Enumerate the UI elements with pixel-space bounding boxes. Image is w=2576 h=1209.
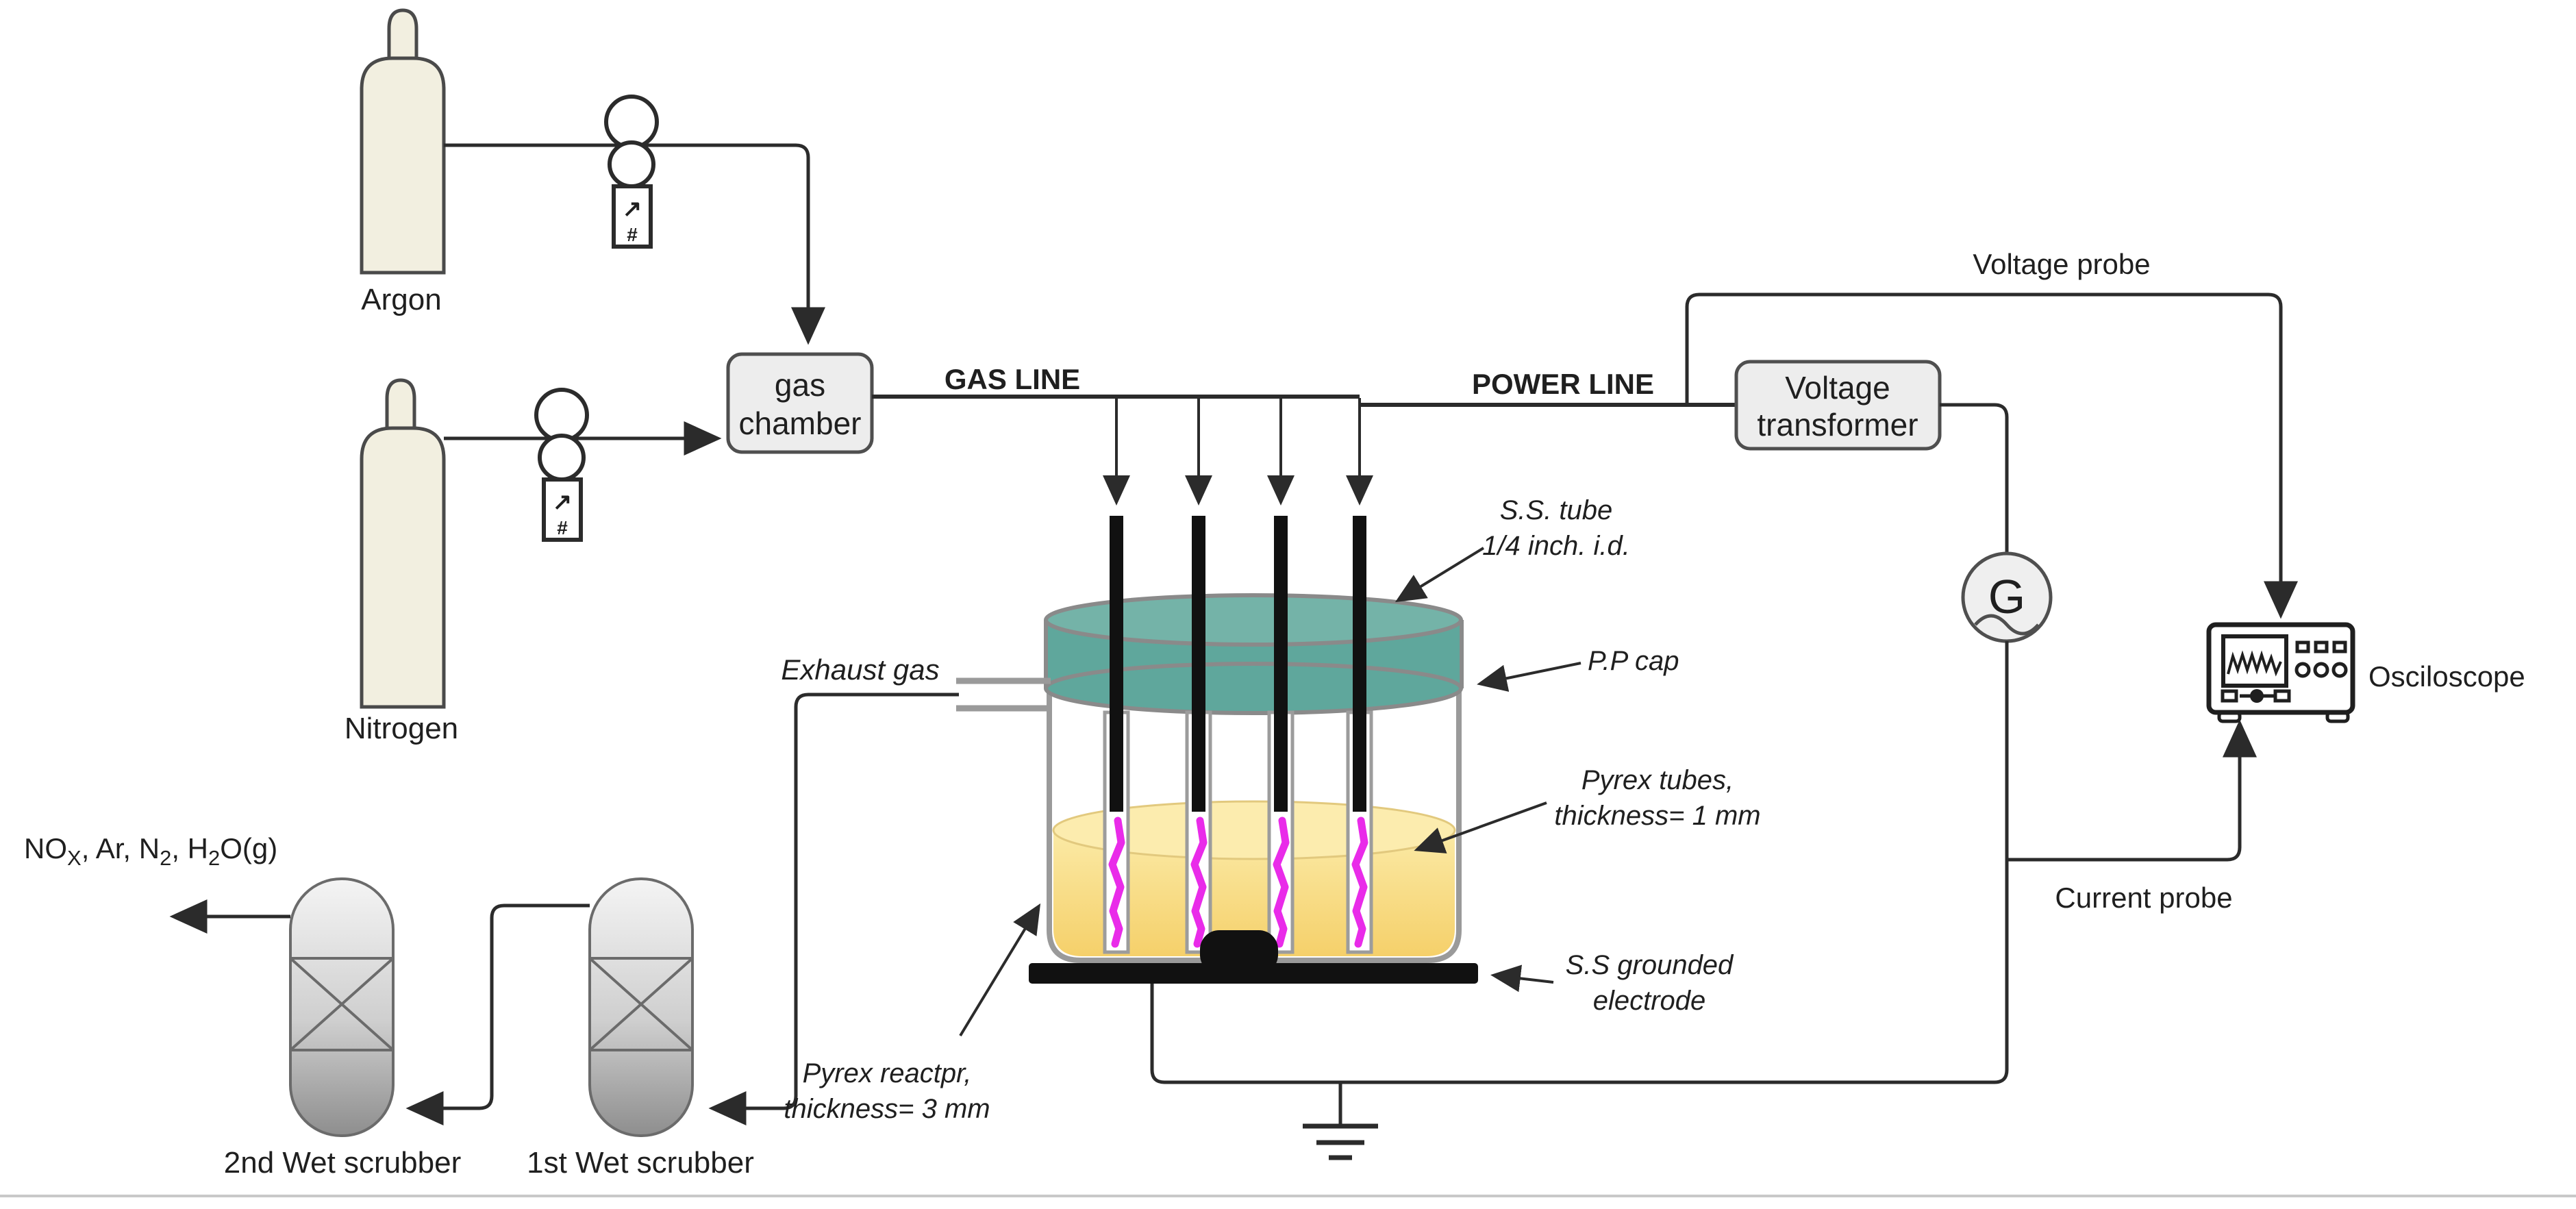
gas-line-label: GAS LINE: [945, 363, 1080, 395]
sine-wave-icon: [1974, 614, 2040, 636]
ss-grounded-electrode-plate: [1029, 963, 1478, 984]
nitrogen-flowmeter-icon: ↗ #: [534, 388, 589, 542]
voltage-transformer-box: Voltage transformer: [1734, 360, 1942, 451]
oscilloscope-label: Osciloscope: [2368, 660, 2525, 693]
voltage-probe-wire: [1685, 292, 2298, 619]
gas-chamber-label-line1: gas: [775, 367, 825, 403]
pipe-exhaust-to-first-scrubber: [708, 693, 959, 1125]
ss-grounded-pointer-arrow: [1490, 964, 1554, 993]
ss-tube-2: [1192, 516, 1205, 812]
ss-tube-pointer-arrow: [1395, 547, 1485, 603]
wire-electrode-to-generator: [1150, 641, 2009, 1084]
exhaust-gas-label: Exhaust gas: [781, 653, 939, 686]
pyrex-reactor-label-line1: Pyrex reactpr,: [803, 1058, 972, 1088]
nitrogen-cylinder-neck: [385, 378, 416, 432]
pp-cap-pointer-arrow: [1477, 662, 1581, 692]
annotation-pyrex-reactor: Pyrex reactpr, thickness= 3 mm: [784, 903, 1041, 1124]
annotation-pp-cap: P.P cap: [1477, 646, 1679, 692]
plasma-discharge-1: [1108, 817, 1125, 948]
argon-cylinder-neck: [387, 8, 418, 62]
ss-tube-4: [1353, 516, 1366, 812]
second-scrubber-label: 2nd Wet scrubber: [224, 1146, 461, 1180]
waveform-icon: [2227, 650, 2282, 677]
annotation-pyrex-tubes: Pyrex tubes, thickness= 1 mm: [1414, 765, 1761, 853]
second-wet-scrubber: 2nd Wet scrubber: [224, 877, 461, 1180]
voltage-probe-label: Voltage probe: [1973, 248, 2150, 280]
argon-label: Argon: [361, 283, 441, 316]
gas-chamber-label-line2: chamber: [739, 406, 862, 441]
current-probe-label: Current probe: [2055, 882, 2232, 914]
argon-flowmeter-hash-icon: #: [627, 224, 638, 245]
current-probe-wire: [2007, 719, 2257, 862]
voltage-transformer-label-line1: Voltage: [1785, 370, 1890, 406]
page-separator-line: [0, 1195, 2576, 1197]
plasma-discharge-4: [1351, 817, 1368, 948]
argon-flowmeter-icon: ↗ #: [604, 95, 659, 249]
argon-cylinder-body: [360, 56, 446, 275]
annotation-ss-tube: S.S. tube 1/4 inch. i.d.: [1395, 495, 1630, 603]
gas-chamber-box: gas chamber: [726, 352, 874, 454]
outlet-products-no: NO: [24, 832, 67, 864]
argon-flowmeter-arrow-icon: ↗: [623, 196, 642, 222]
pipe-first-to-second-scrubber: [405, 903, 590, 1125]
nitrogen-flowmeter-arrow-icon: ↗: [553, 489, 573, 515]
nitrogen-label: Nitrogen: [345, 712, 458, 745]
outlet-products-og: O(g): [220, 832, 277, 864]
wire-transformer-to-generator: [1940, 403, 2009, 552]
nitrogen-cylinder: Nitrogen: [345, 378, 458, 745]
outlet-products-h: , H: [171, 832, 208, 864]
ss-tube-1: [1110, 516, 1123, 812]
pipe-argon-to-chamber: [444, 143, 825, 345]
first-wet-scrubber: 1st Wet scrubber: [527, 877, 754, 1180]
nitrogen-cylinder-body: [360, 426, 446, 709]
ss-tube-label-line2: 1/4 inch. i.d.: [1482, 531, 1630, 561]
electrode-tubes: [1103, 516, 1373, 954]
power-line-label: POWER LINE: [1472, 368, 1654, 400]
ss-grounded-label-line1: S.S grounded: [1566, 950, 1734, 980]
outlet-products-label: NOX, Ar, N2, H2O(g): [24, 832, 277, 870]
plasma-discharge-3: [1273, 817, 1290, 948]
pyrex-tubes-pointer-arrow: [1414, 801, 1547, 853]
pyrex-tubes-label-line2: thickness= 1 mm: [1554, 801, 1760, 831]
ss-grounded-label-line2: electrode: [1593, 986, 1706, 1016]
second-scrubber-packing: [289, 957, 395, 1051]
ss-tube-3: [1274, 516, 1288, 812]
pyrex-reactor-label-line2: thickness= 3 mm: [784, 1094, 990, 1124]
pyrex-reactor-pointer-arrow: [959, 903, 1041, 1037]
argon-cylinder: Argon: [360, 8, 446, 316]
pp-cap: [1044, 593, 1464, 715]
outlet-products-arn: , Ar, N: [82, 832, 160, 864]
ss-tube-label-line1: S.S. tube: [1500, 495, 1613, 525]
outlet-products-n-sub: 2: [160, 846, 171, 870]
outlet-products-no-sub: X: [67, 846, 82, 870]
generator-label: G: [1988, 570, 2025, 623]
ac-generator: G: [1961, 551, 2053, 643]
first-scrubber-label: 1st Wet scrubber: [527, 1146, 754, 1180]
exhaust-port: [956, 677, 1051, 712]
ground-symbol-icon: [1303, 1082, 1378, 1160]
pyrex-tubes-label-line1: Pyrex tubes,: [1581, 765, 1734, 795]
voltage-transformer-label-line2: transformer: [1757, 407, 1918, 443]
plasma-discharge-2: [1190, 817, 1208, 948]
outlet-products-h-sub: 2: [208, 846, 220, 870]
pp-cap-label: P.P cap: [1588, 646, 1679, 676]
nitrogen-flowmeter-hash-icon: #: [557, 517, 568, 538]
first-scrubber-packing: [588, 957, 694, 1051]
annotation-ss-grounded: S.S grounded electrode: [1490, 950, 1734, 1016]
oscilloscope-icon: [2206, 622, 2355, 723]
